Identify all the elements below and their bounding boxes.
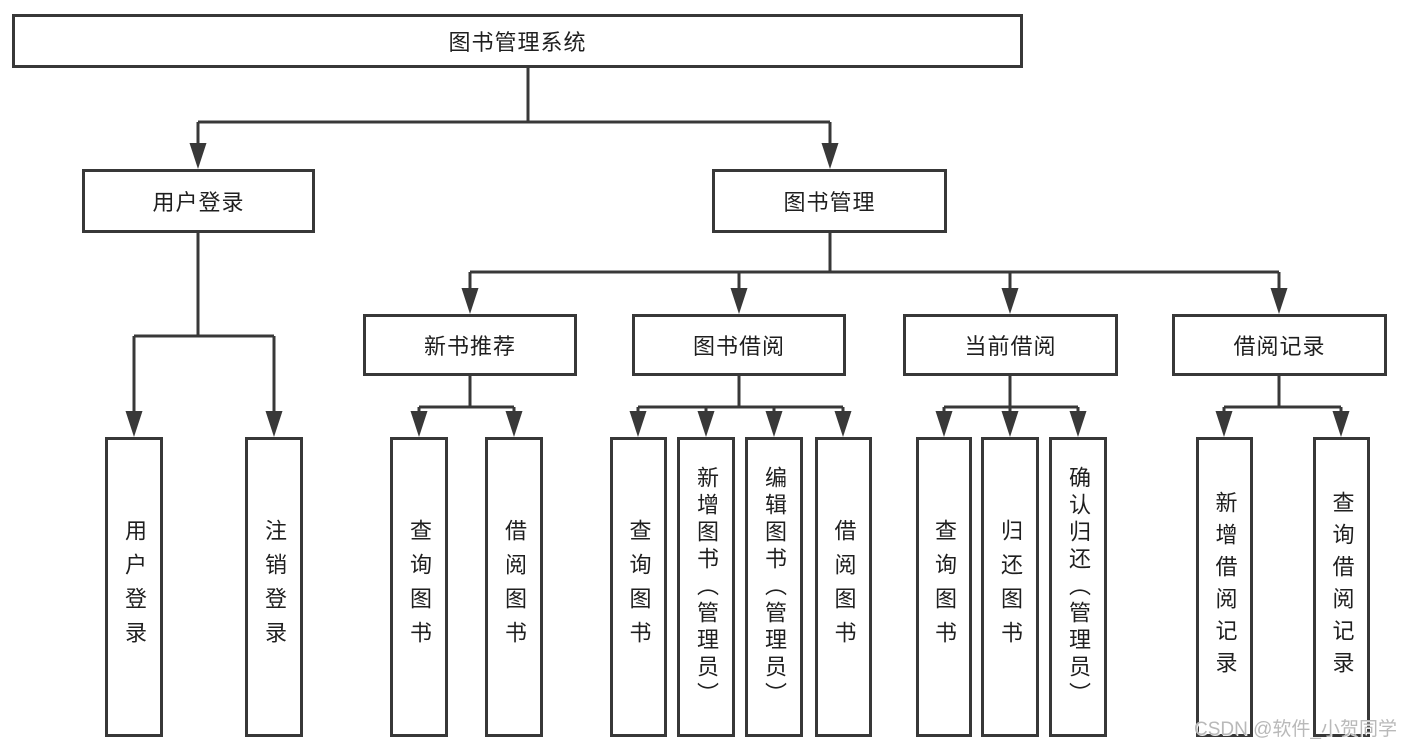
arrow-down-icon	[265, 411, 283, 437]
arrow-down-icon	[505, 411, 523, 437]
arrow-down-icon	[189, 143, 207, 169]
watermark: CSDN @软件_小贺同学	[1194, 719, 1397, 740]
arrow-down-icon	[730, 288, 748, 314]
node-new-book-recommend-label: 新书推荐	[423, 334, 516, 359]
leaf-borrow-books-2: 借阅图书	[815, 437, 872, 737]
leaf-borrow-books-label: 借阅图书	[502, 519, 527, 655]
arrow-down-icon	[1069, 411, 1087, 437]
leaf-add-books-admin-label: 新增图书（管理员）	[694, 465, 719, 709]
arrow-down-icon	[410, 411, 428, 437]
leaf-search-books-3: 查询图书	[916, 437, 972, 737]
node-book-management: 图书管理	[712, 169, 947, 233]
node-book-borrowing: 图书借阅	[632, 314, 846, 376]
leaf-add-books-admin: 新增图书（管理员）	[677, 437, 735, 737]
node-root-label: 图书管理系统	[448, 30, 587, 55]
node-user-login: 用户登录	[82, 169, 315, 233]
leaf-confirm-return-admin-label: 确认归还（管理员）	[1066, 465, 1091, 709]
leaf-search-books: 查询图书	[390, 437, 448, 737]
connector-borrow-records-to-leaves	[1222, 376, 1343, 415]
leaf-logout: 注销登录	[245, 437, 303, 737]
arrow-down-icon	[1270, 288, 1288, 314]
node-new-book-recommend: 新书推荐	[363, 314, 577, 376]
connector-book-mgmt-to-level3	[468, 233, 1281, 292]
arrowheads	[125, 143, 1350, 437]
leaf-query-borrow-record-label: 查询借阅记录	[1329, 491, 1355, 683]
node-borrow-records: 借阅记录	[1172, 314, 1387, 376]
leaf-search-books-3-label: 查询图书	[932, 519, 957, 655]
leaf-logout-label: 注销登录	[262, 519, 287, 655]
connector-current-borrow-to-leaves	[942, 376, 1080, 415]
leaf-return-books: 归还图书	[981, 437, 1039, 737]
arrow-down-icon	[834, 411, 852, 437]
leaf-edit-books-admin: 编辑图书（管理员）	[745, 437, 803, 737]
node-current-borrowing: 当前借阅	[903, 314, 1118, 376]
leaf-add-borrow-record: 新增借阅记录	[1196, 437, 1253, 737]
connector-book-borrow-to-leaves	[636, 376, 845, 415]
connector-user-login-to-leaves	[132, 233, 276, 415]
leaf-search-books-2-label: 查询图书	[626, 519, 652, 655]
leaf-borrow-books-2-label: 借阅图书	[831, 519, 857, 655]
leaf-user-login-label: 用户登录	[122, 519, 147, 655]
node-user-login-label: 用户登录	[152, 190, 245, 215]
node-book-borrowing-label: 图书借阅	[692, 334, 785, 359]
leaf-borrow-books: 借阅图书	[485, 437, 543, 737]
arrow-down-icon	[1001, 411, 1019, 437]
leaf-edit-books-admin-label: 编辑图书（管理员）	[762, 465, 787, 709]
arrow-down-icon	[697, 411, 715, 437]
node-root: 图书管理系统	[12, 14, 1023, 68]
connector-new-book-to-leaves	[417, 376, 516, 415]
leaf-user-login: 用户登录	[105, 437, 163, 737]
arrow-down-icon	[935, 411, 953, 437]
arrow-down-icon	[629, 411, 647, 437]
leaf-return-books-label: 归还图书	[998, 519, 1023, 655]
leaf-search-books-label: 查询图书	[407, 519, 432, 655]
leaf-search-books-2: 查询图书	[610, 437, 667, 737]
connector-root-to-level2	[196, 68, 832, 147]
leaf-query-borrow-record: 查询借阅记录	[1313, 437, 1370, 737]
leaf-add-borrow-record-label: 新增借阅记录	[1212, 491, 1238, 683]
arrow-down-icon	[1215, 411, 1233, 437]
arrow-down-icon	[461, 288, 479, 314]
arrow-down-icon	[1001, 288, 1019, 314]
leaf-confirm-return-admin: 确认归还（管理员）	[1049, 437, 1107, 737]
arrow-down-icon	[1332, 411, 1350, 437]
node-borrow-records-label: 借阅记录	[1233, 334, 1326, 359]
arrow-down-icon	[765, 411, 783, 437]
node-book-management-label: 图书管理	[783, 190, 876, 215]
arrow-down-icon	[821, 143, 839, 169]
node-current-borrowing-label: 当前借阅	[964, 334, 1057, 359]
arrow-down-icon	[125, 411, 143, 437]
